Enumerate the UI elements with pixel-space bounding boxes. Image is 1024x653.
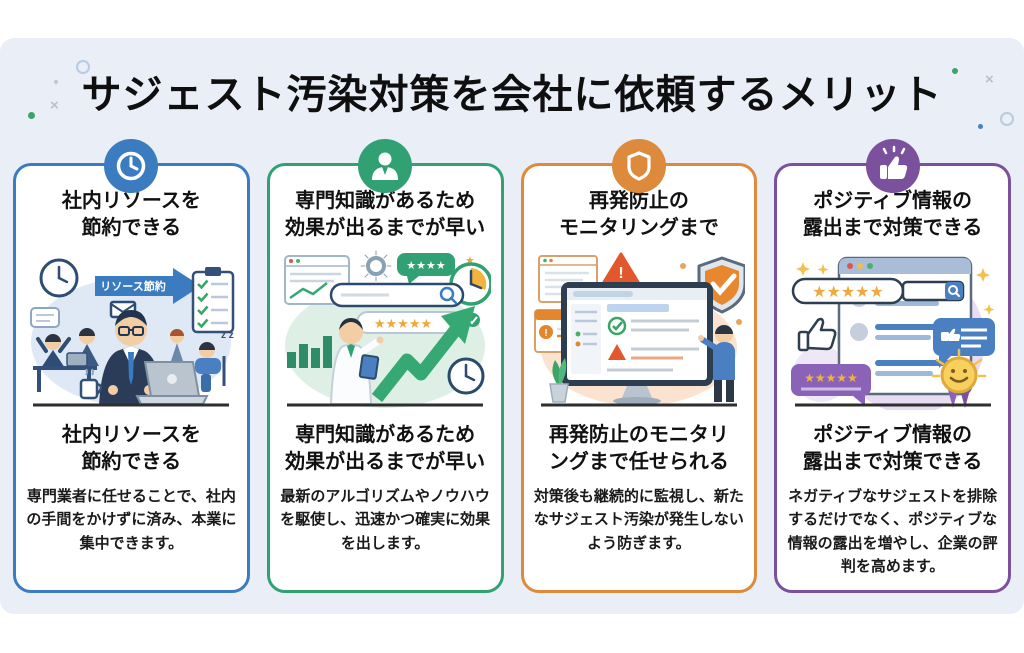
expert-figure — [330, 318, 384, 405]
tired-coworker: z z — [195, 330, 234, 392]
benefit-cards: 社内リソースを 節約できる リソース節約 — [13, 139, 1011, 593]
growth-arrow-icon — [372, 306, 476, 403]
card-top-heading: 社内リソースを 節約できる — [61, 190, 201, 239]
card-monitoring: 再発防止の モニタリングまで ! — [520, 139, 758, 593]
svg-text:z z: z z — [221, 330, 234, 341]
svg-text:★★★★★: ★★★★★ — [374, 316, 432, 331]
review-bubble-icon: ★★★★★ — [790, 364, 871, 406]
ring-decoration-icon — [1000, 112, 1014, 126]
smiley-medal-icon — [931, 348, 986, 408]
clock-icon — [104, 139, 159, 193]
svg-text:★★★★★: ★★★★★ — [804, 371, 858, 385]
card-body-text: 専門業者に任せることで、社内の手間をかけずに済み、本業に集中できます。 — [26, 488, 237, 552]
gear-icon — [360, 250, 392, 282]
card-internal-resources: 社内リソースを 節約できる リソース節約 — [13, 139, 250, 593]
shield-icon — [611, 139, 666, 193]
office-scene-illustration: リソース節約 — [30, 258, 235, 407]
bar-chart-icon — [287, 336, 333, 368]
review-bubble-icon: ★★★★ — [397, 253, 456, 284]
star-icon: ★ — [465, 255, 475, 267]
card-body-text: 最新のアルゴリズムやノウハウを駆使し、迅速かつ確実に効果を出します。 — [280, 488, 491, 552]
dot-decoration-icon — [54, 80, 58, 84]
expert-growth-illustration: ★★★★ ★ ★★★★★ ★ — [284, 250, 492, 408]
search-bar-icon — [329, 282, 465, 308]
card-bottom-heading: ポジティブ情報の 露出まで対策できる — [802, 424, 983, 473]
infographic-title: サジェスト汚染対策を会社に依頼するメリット — [81, 73, 943, 117]
star-search-bar-icon: ★★★★★ — [791, 277, 964, 305]
card-top-heading: 再発防止の モニタリングまで — [558, 190, 719, 239]
warning-triangle-icon: ! — [602, 252, 640, 284]
sparkle-decoration-icon: × — [50, 97, 59, 114]
card-body-text: 対策後も継続的に監視し、新たなサジェスト汚染が発生しないよう防ぎます。 — [533, 488, 744, 552]
endorsement-bubble-icon — [932, 318, 995, 368]
ring-decoration-icon — [76, 60, 90, 74]
card-bottom-heading: 社内リソースを 節約できる — [61, 424, 201, 473]
svg-text:!: ! — [618, 265, 623, 282]
busy-coworkers — [33, 328, 100, 392]
positive-reviews-illustration: ★★★★★ ★★★★★ — [790, 256, 995, 410]
card-positive-exposure: ポジティブ情報の 露出まで対策できる ★★★★★ — [774, 139, 1011, 593]
clock-icon — [447, 357, 485, 395]
monitor-icon — [560, 282, 713, 405]
svg-text:★★★★★: ★★★★★ — [812, 284, 884, 301]
card-bottom-heading: 専門知識があるため 効果が出るまでが早い — [285, 424, 486, 473]
card-body-text: ネガティブなサジェストを排除するだけでなく、ポジティブな情報の露出を増やし、企業… — [787, 488, 998, 575]
dot-decoration-icon — [735, 319, 742, 325]
dot-decoration-icon — [679, 263, 686, 269]
resource-saving-arrow: リソース節約 — [95, 268, 202, 304]
coffee-cup-icon — [80, 368, 103, 400]
monitoring-illustration: ! ! — [533, 252, 745, 407]
svg-text:★★★★: ★★★★ — [406, 260, 446, 272]
sparkle-decoration-icon: × — [985, 71, 994, 88]
green-dot-decoration-icon — [952, 68, 958, 74]
wall-clock-icon — [39, 258, 79, 298]
blue-dot-decoration-icon — [978, 124, 983, 129]
thumbs-up-icon — [865, 139, 920, 193]
card-top-heading: ポジティブ情報の 露出まで対策できる — [802, 190, 983, 239]
green-dot-decoration-icon — [28, 112, 35, 119]
sparkle-icon — [795, 262, 995, 315]
svg-text:リソース節約: リソース節約 — [101, 279, 166, 293]
consultant-icon — [358, 139, 413, 193]
speech-bubble-icon — [30, 307, 61, 328]
checklist-icon — [192, 267, 235, 334]
card-expertise-speed: 専門知識があるため 効果が出るまでが早い — [266, 139, 504, 593]
laptop-icon — [135, 361, 209, 405]
card-bottom-heading: 再発防止のモニタリ ングまで任せられる — [548, 424, 729, 473]
analyst-figure — [697, 325, 735, 402]
card-top-heading: 専門知識があるため 効果が出るまでが早い — [285, 190, 486, 239]
thumbs-up-outline-icon — [797, 317, 837, 352]
plant-icon — [548, 358, 569, 403]
svg-text:!: ! — [544, 328, 547, 339]
